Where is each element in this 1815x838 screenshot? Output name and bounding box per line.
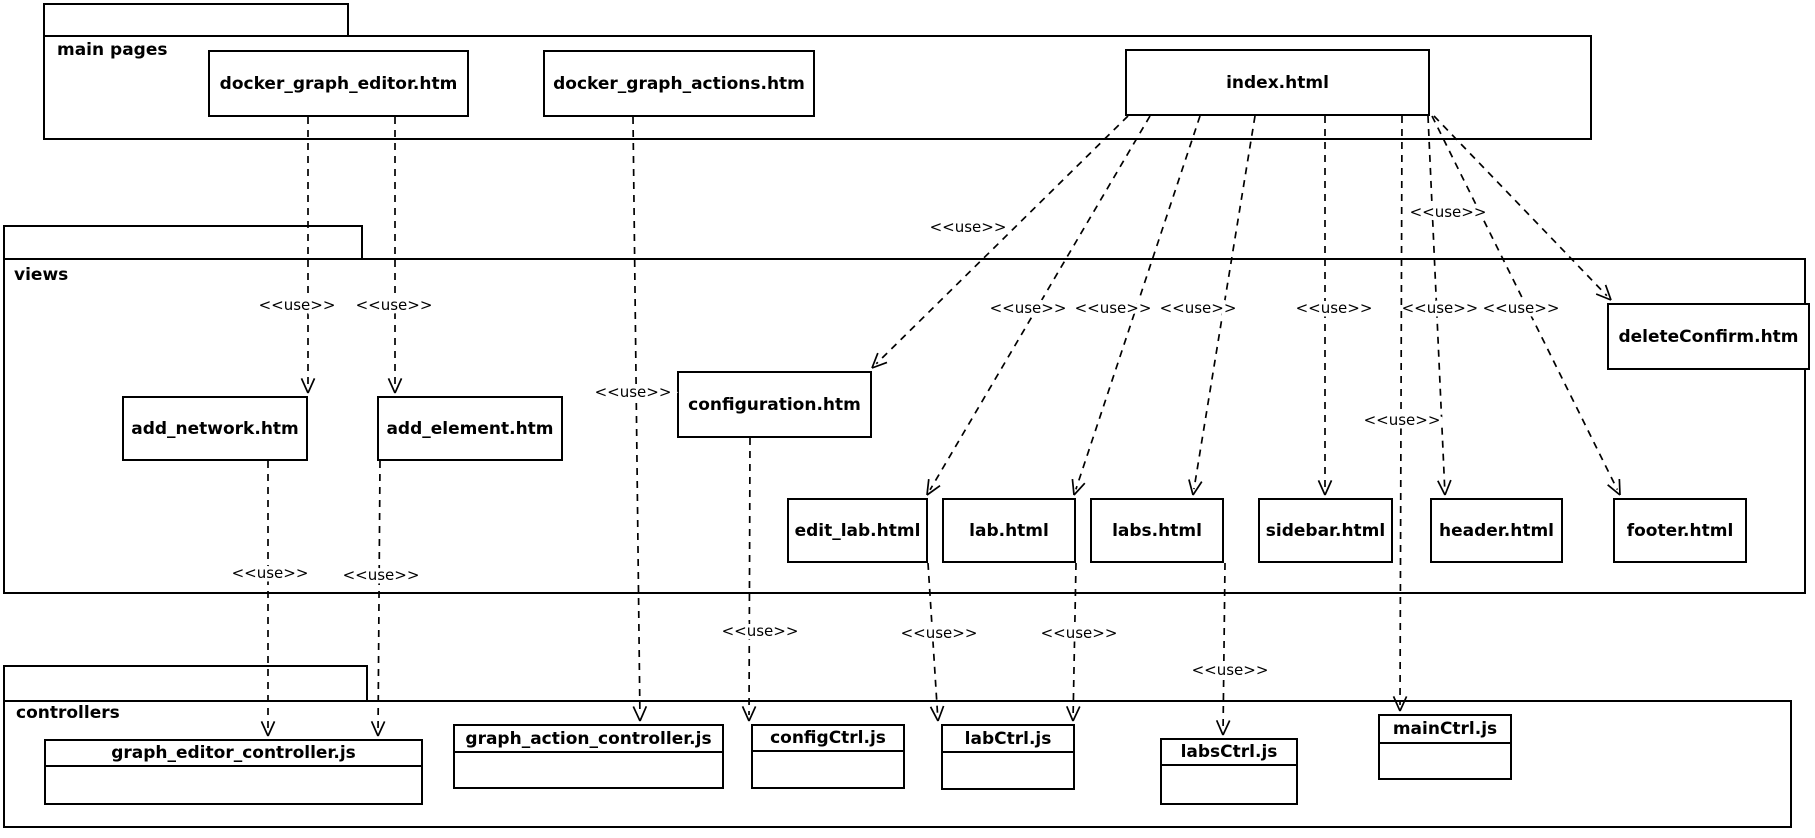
use-edge-label: <<use>> xyxy=(1410,203,1487,221)
node-labs-ctrl-title: labsCtrl.js xyxy=(1162,740,1296,766)
node-main-ctrl-title: mainCtrl.js xyxy=(1380,716,1510,744)
node-add-network: add_network.htm xyxy=(122,396,308,461)
node-graph-editor-controller-body xyxy=(46,767,421,803)
package-tab-controllers xyxy=(3,665,368,702)
node-lab-ctrl: labCtrl.js xyxy=(941,724,1075,790)
node-config-ctrl: configCtrl.js xyxy=(751,724,905,789)
package-label-main-pages: main pages xyxy=(57,40,168,60)
use-edge-label: <<use>> xyxy=(930,218,1007,236)
node-index-html: index.html xyxy=(1125,49,1430,116)
node-graph-action-controller-title: graph_action_controller.js xyxy=(455,726,722,753)
use-edge-label: <<use>> xyxy=(722,622,799,640)
node-docker-graph-actions: docker_graph_actions.htm xyxy=(543,50,815,117)
node-header: header.html xyxy=(1430,498,1563,563)
node-lab-ctrl-title: labCtrl.js xyxy=(943,726,1073,753)
node-configuration: configuration.htm xyxy=(677,371,872,438)
package-label-views: views xyxy=(14,265,69,285)
node-lab: lab.html xyxy=(942,498,1076,563)
node-edit-lab: edit_lab.html xyxy=(787,498,928,563)
node-labs-ctrl-body xyxy=(1162,766,1296,803)
node-graph-action-controller: graph_action_controller.js xyxy=(453,724,724,789)
node-labs-ctrl: labsCtrl.js xyxy=(1160,738,1298,805)
node-main-ctrl: mainCtrl.js xyxy=(1378,714,1512,780)
node-sidebar: sidebar.html xyxy=(1258,498,1393,563)
package-tab-views xyxy=(3,225,363,260)
node-docker-graph-editor: docker_graph_editor.htm xyxy=(208,50,469,117)
node-lab-ctrl-body xyxy=(943,753,1073,788)
node-delete-confirm: deleteConfirm.htm xyxy=(1607,303,1810,370)
use-edge-label: <<use>> xyxy=(1041,624,1118,642)
node-footer: footer.html xyxy=(1613,498,1747,563)
node-graph-editor-controller-title: graph_editor_controller.js xyxy=(46,741,421,767)
node-config-ctrl-title: configCtrl.js xyxy=(753,726,903,752)
node-graph-action-controller-body xyxy=(455,753,722,787)
node-labs: labs.html xyxy=(1090,498,1224,563)
node-graph-editor-controller: graph_editor_controller.js xyxy=(44,739,423,805)
node-main-ctrl-body xyxy=(1380,744,1510,778)
node-add-element: add_element.htm xyxy=(377,396,563,461)
use-edge-label: <<use>> xyxy=(1192,661,1269,679)
use-edge-label: <<use>> xyxy=(901,624,978,642)
package-tab-main-pages xyxy=(43,3,349,37)
node-config-ctrl-body xyxy=(753,752,903,787)
package-label-controllers: controllers xyxy=(16,703,120,723)
